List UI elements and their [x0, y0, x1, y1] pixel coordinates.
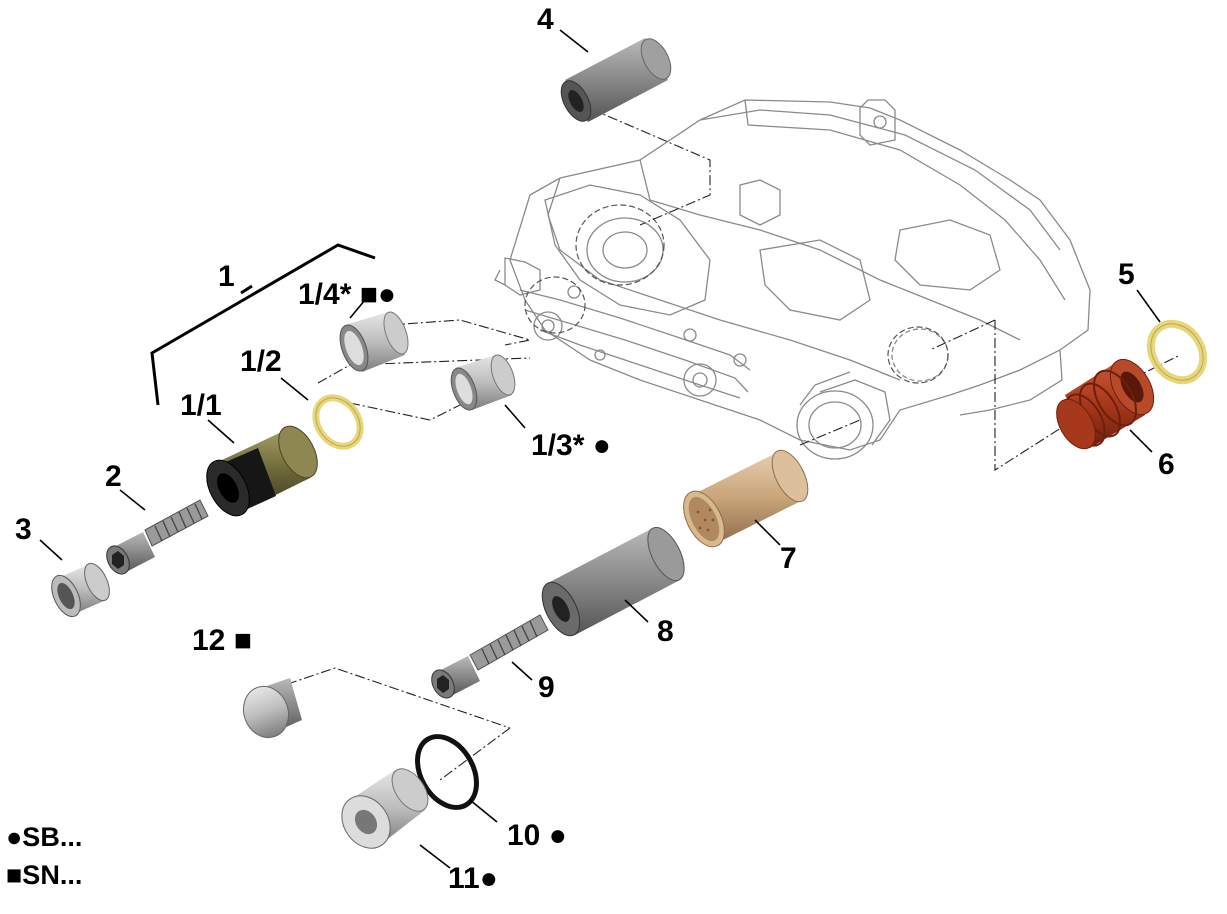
callout-10: 10 ● — [507, 819, 567, 852]
part-3-cap — [51, 562, 110, 618]
part-4-guide-sleeve — [560, 38, 672, 122]
part-1-1-sleeve — [206, 425, 318, 517]
part-1-2-washer — [312, 394, 364, 450]
callout-4: 4 — [537, 3, 554, 36]
callout-9: 9 — [538, 671, 555, 704]
part-10-o-ring — [415, 734, 479, 810]
part-1-4-ring — [339, 311, 409, 372]
part-5-washer — [1146, 319, 1208, 385]
assembly-bracket — [150, 243, 376, 406]
callout-7: 7 — [780, 542, 797, 575]
callout-1-3: 1/3* ● — [531, 429, 611, 462]
callout-1-2: 1/2 — [240, 345, 282, 378]
part-2-bolt — [106, 499, 209, 575]
legend-sb: ●SB... — [6, 822, 83, 852]
part-1-3-ring — [450, 354, 516, 411]
part-11-nut — [341, 768, 429, 849]
part-12-plug — [242, 678, 302, 739]
callout-1-4: 1/4* ■● — [298, 278, 396, 311]
part-8-sleeve — [541, 526, 685, 637]
callout-8: 8 — [657, 615, 674, 648]
callout-11: 11● — [448, 862, 498, 895]
part-9-bolt — [431, 614, 549, 699]
part-7-bushing — [683, 449, 809, 548]
callout-1: 1 — [218, 260, 235, 293]
caliper-housing — [494, 99, 1091, 460]
callout-5: 5 — [1118, 258, 1135, 291]
part-6-seal-boot — [1056, 359, 1155, 450]
callout-6: 6 — [1158, 448, 1175, 481]
legend-sn: ■SN... — [6, 860, 83, 890]
callout-2: 2 — [105, 460, 122, 493]
callout-12: 12 ■ — [192, 624, 252, 657]
leader-lines — [39, 29, 1161, 869]
callout-3: 3 — [15, 513, 32, 546]
callout-1-1: 1/1 — [180, 389, 222, 422]
